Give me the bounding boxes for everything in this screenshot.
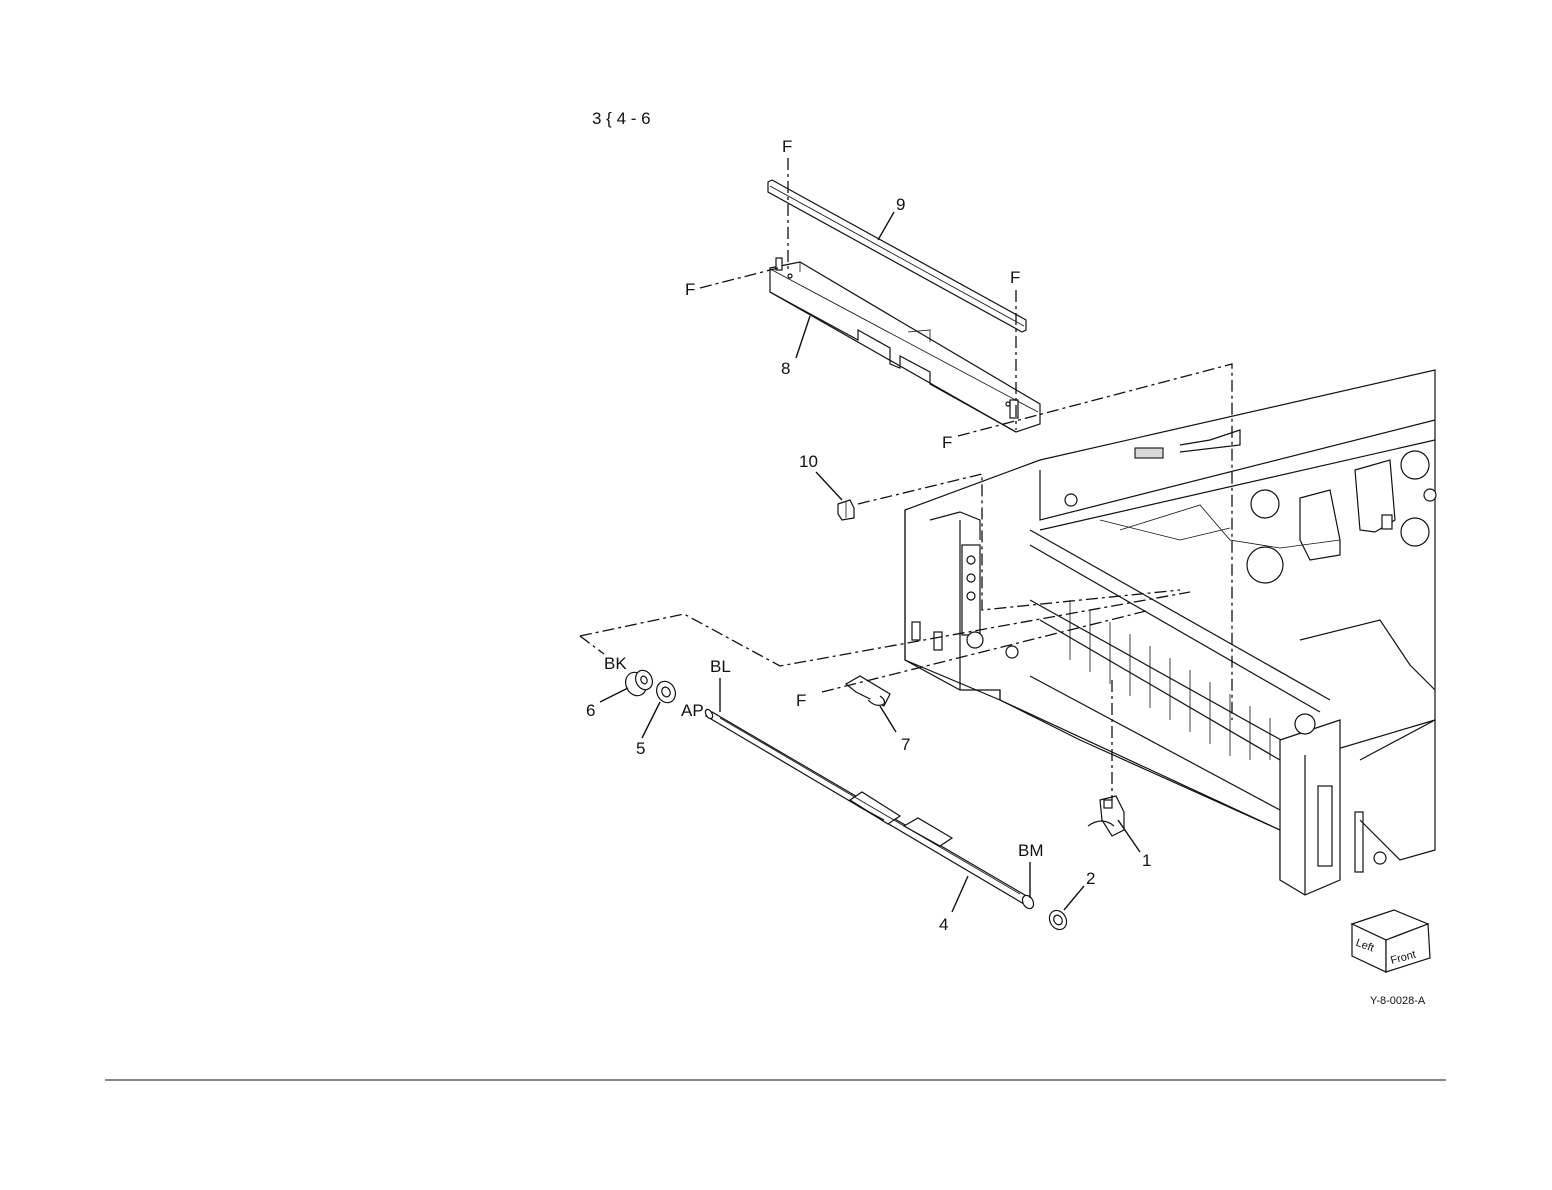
part-6-bearing [622, 668, 656, 700]
ref-bm: BM [1018, 841, 1044, 860]
callout-9: 9 [896, 195, 905, 214]
callout-1: 1 [1142, 851, 1151, 870]
part-2-bearing [1046, 907, 1070, 932]
part-8-bracket [770, 258, 1040, 432]
figure-id: Y-8-0028-A [1370, 995, 1426, 1007]
callout-4: 4 [939, 915, 948, 934]
part-10-clip [838, 500, 854, 520]
callout-8: 8 [781, 359, 790, 378]
part-5-washer [653, 678, 679, 706]
callout-7: 7 [901, 735, 910, 754]
ref-f-right-bracket: F [1010, 268, 1020, 287]
ref-f-top: F [782, 137, 792, 156]
figure-heading: 3 { 4 - 6 [592, 109, 651, 128]
part-1-actuator [1088, 796, 1124, 836]
callout-6: 6 [586, 701, 595, 720]
part-4-shaft [704, 708, 1036, 910]
ref-bk: BK [604, 654, 627, 673]
ref-f-item7: F [796, 691, 806, 710]
callout-2: 2 [1086, 869, 1095, 888]
ref-f-frame: F [942, 433, 952, 452]
ref-ap: AP [681, 701, 704, 720]
callout-5: 5 [636, 739, 645, 758]
callout-10: 10 [799, 452, 818, 471]
ref-f-left-bracket: F [685, 280, 695, 299]
ref-bl: BL [710, 657, 731, 676]
orientation-cube-icon: Left Front [1352, 910, 1430, 972]
frame-assembly [905, 370, 1436, 895]
